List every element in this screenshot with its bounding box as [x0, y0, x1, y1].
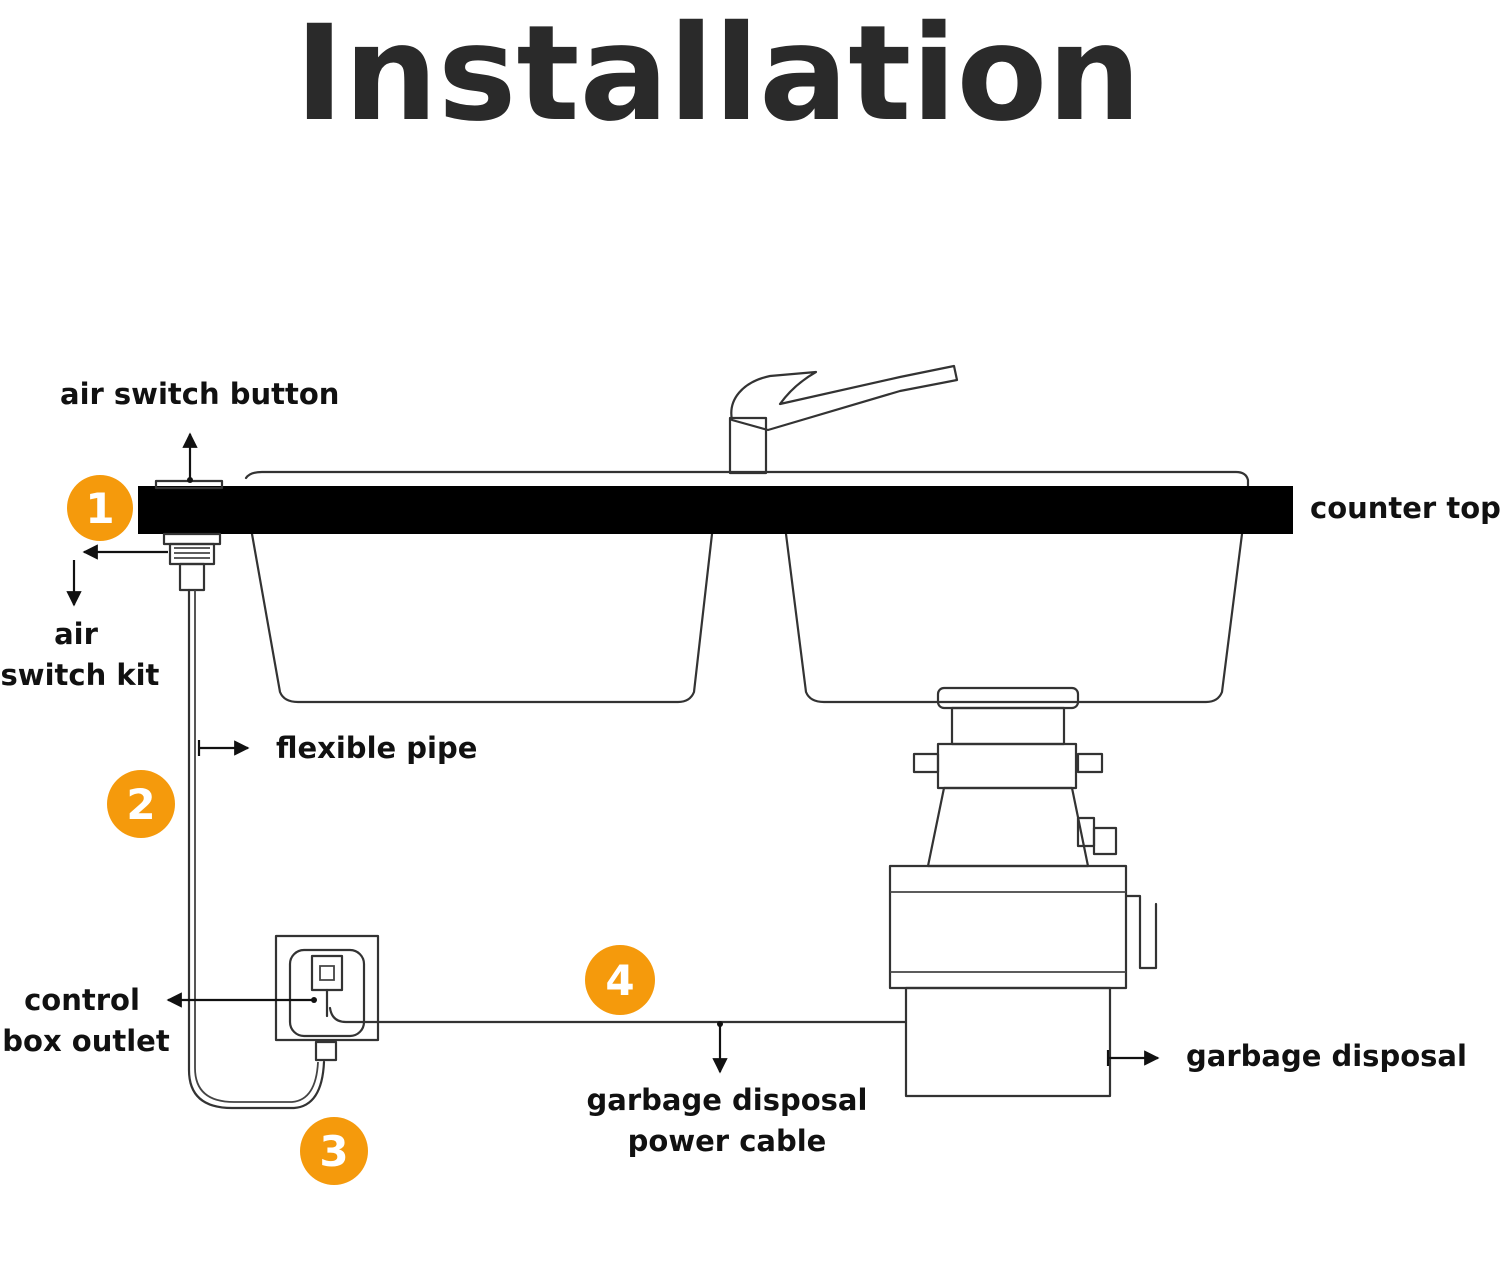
step-badge-1-number: 1	[85, 484, 114, 533]
step-badge-4-circle	[585, 945, 655, 1015]
step-badge-2-circle	[107, 770, 175, 838]
garbage-disposal-unit	[888, 686, 1158, 1098]
label-control-box-outlet-1: control	[24, 983, 140, 1017]
power-cable-dot	[717, 1021, 723, 1027]
counter-top	[138, 486, 1293, 534]
step-badge-4: 4	[585, 945, 655, 1015]
sink	[244, 470, 1250, 704]
label-counter-top: counter top	[1310, 491, 1500, 525]
control-box-dot	[311, 997, 317, 1003]
label-air-switch-button: air switch button	[60, 377, 339, 411]
step-badge-3-circle	[300, 1117, 368, 1185]
step-badge-3: 3	[300, 1117, 368, 1185]
air-switch-button-dot	[187, 477, 193, 483]
air-switch-assembly	[154, 479, 224, 592]
step-badge-2-number: 2	[126, 780, 155, 829]
label-garbage-disposal: garbage disposal	[1186, 1039, 1467, 1073]
flexible-pipe	[187, 588, 326, 1110]
step-badge-1: 1	[67, 475, 133, 541]
step-badge-1-circle	[67, 475, 133, 541]
step-badge-2: 2	[107, 770, 175, 838]
power-cable	[328, 1006, 908, 1024]
control-box-outlet	[274, 934, 380, 1062]
label-control-box-outlet-2: box outlet	[2, 1024, 170, 1058]
step-badge-3-number: 3	[319, 1127, 348, 1176]
page-title: Installation	[295, 0, 1141, 151]
label-power-cable-2: power cable	[628, 1124, 827, 1158]
label-flexible-pipe: flexible pipe	[276, 731, 477, 765]
step-badge-4-number: 4	[605, 956, 634, 1005]
label-power-cable-1: garbage disposal	[587, 1083, 868, 1117]
faucet	[728, 364, 959, 475]
flexible-pipe-inner	[194, 590, 319, 1103]
label-air-switch-kit-1: air	[54, 617, 99, 651]
label-air-switch-kit-2: switch kit	[1, 658, 160, 692]
